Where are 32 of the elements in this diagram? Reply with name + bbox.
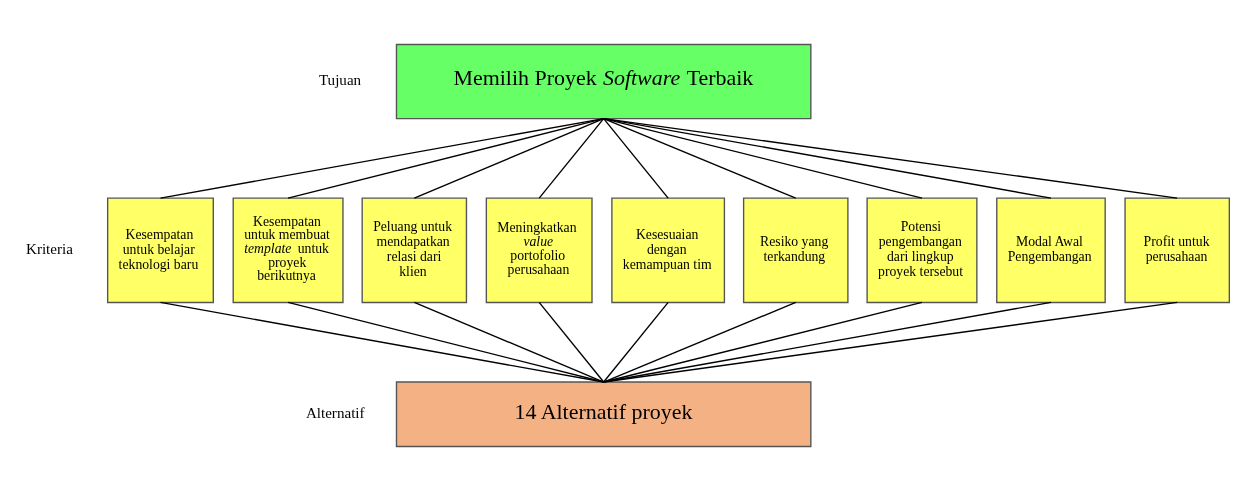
connector <box>602 117 797 199</box>
connector <box>287 301 605 383</box>
connector <box>538 117 605 199</box>
connector <box>602 301 669 383</box>
label: Tujuan <box>318 72 362 89</box>
node-box: Potensi pengembangan dari lingkup proyek tersebut <box>866 197 978 304</box>
node-box: Peluang untuk mendapatkan relasi dari klien <box>361 197 468 304</box>
connector <box>287 117 605 199</box>
node-box: Memilih Proyek Software Terbaik <box>395 43 812 120</box>
connector <box>602 301 797 383</box>
connector <box>159 301 605 383</box>
node-box: 14 Alternatif proyek <box>395 381 812 448</box>
connector <box>602 117 923 199</box>
node-box: Kesempatan untuk belajar teknologi baru <box>106 197 214 304</box>
connector <box>602 301 1052 383</box>
label: Kriteria <box>26 241 73 258</box>
connector <box>159 117 605 199</box>
node-box: Meningkatkan value portofolio perusahaan <box>485 197 593 304</box>
node-box: Modal Awal Pengembangan <box>996 197 1106 304</box>
connector <box>602 117 1178 199</box>
connector <box>602 301 1178 383</box>
label: Alternatif <box>305 405 365 422</box>
node-box: Resiko yang terkandung <box>742 197 849 304</box>
connector <box>413 301 605 383</box>
connector <box>413 117 605 199</box>
connector <box>602 301 923 383</box>
connector <box>602 117 1052 199</box>
node-box: Kesesuaian dengan kemampuan tim <box>611 197 726 304</box>
node-box: Kesempatan untuk membuat template untuk proyek berikutnya <box>232 197 344 304</box>
node-box: Profit untuk perusahaan <box>1124 197 1231 304</box>
connector <box>538 301 605 383</box>
connector <box>602 117 669 199</box>
